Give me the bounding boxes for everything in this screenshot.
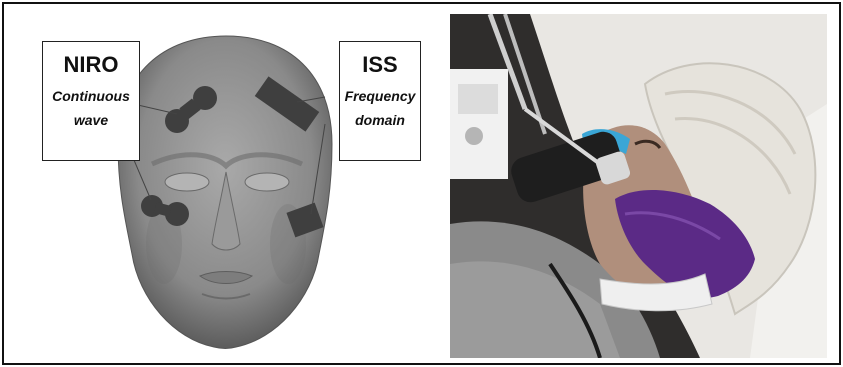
patient-photo	[450, 14, 827, 358]
iss-title: ISS	[340, 52, 420, 78]
niro-label-box: NIRO Continuous wave	[42, 41, 140, 161]
iss-line1: Frequency	[340, 84, 420, 108]
iss-label-box: ISS Frequency domain	[339, 41, 421, 161]
head-model-panel: NIRO Continuous wave ISS Frequency domai…	[14, 14, 439, 359]
iss-line2: domain	[340, 108, 420, 132]
patient-photo-panel	[450, 14, 827, 358]
right-eye	[245, 173, 289, 191]
left-eye	[165, 173, 209, 191]
niro-line1: Continuous	[43, 84, 139, 108]
niro-line2: wave	[43, 108, 139, 132]
niro-title: NIRO	[43, 52, 139, 78]
